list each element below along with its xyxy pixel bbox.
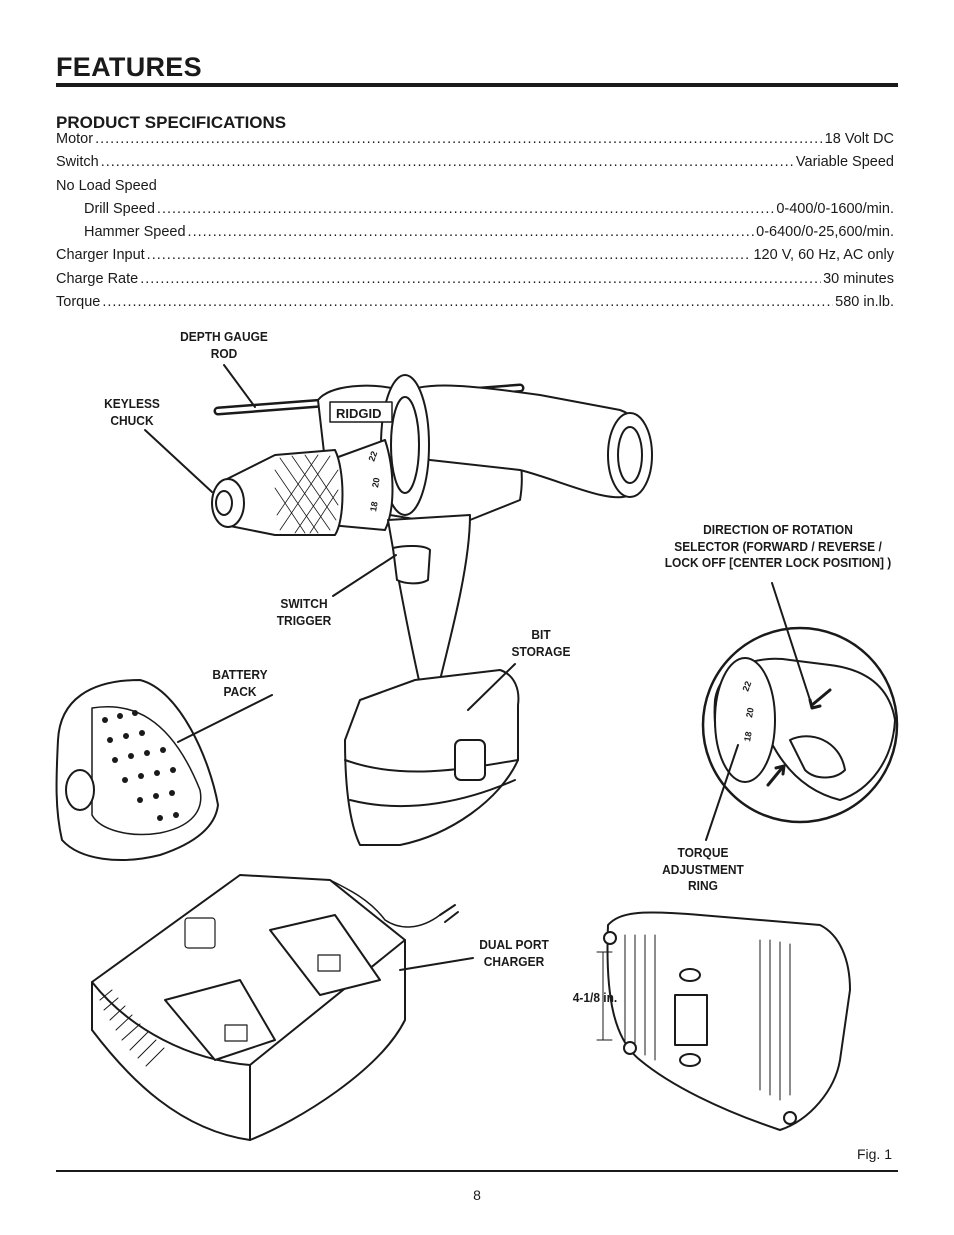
spec-row: Charger Input 120 V, 60 Hz, AC only (56, 247, 894, 270)
spec-value: 30 minutes (823, 270, 894, 287)
spec-label: Torque (56, 294, 101, 311)
drill-grip (387, 514, 471, 686)
callout-charger-height: 4-1/8 in. (572, 990, 618, 1005)
spec-label: No Load Speed (56, 177, 157, 194)
switch-trigger (392, 544, 431, 585)
figure-label: Fig. 1 (856, 1146, 892, 1162)
spec-value: 0-6400/0-25,600/min. (756, 224, 894, 241)
title-rule (56, 83, 898, 87)
keyless-chuck (224, 449, 344, 536)
spec-label: Drill Speed (84, 200, 155, 217)
spec-value: 0-400/0-1600/min. (776, 200, 894, 217)
direction-selector-knob (789, 735, 846, 779)
bottom-rule (56, 1170, 898, 1172)
detail-torque-mark-18: 18 (742, 731, 754, 743)
torque-mark-18: 18 (368, 501, 380, 513)
spec-label: Charge Rate (56, 270, 139, 287)
spec-value: 120 V, 60 Hz, AC only (753, 247, 894, 264)
brand-plate (329, 401, 393, 423)
spec-row: No Load Speed (56, 178, 894, 201)
spec-value: 580 in.lb. (835, 294, 894, 311)
spec-label: Charger Input (56, 247, 145, 264)
spec-label: Switch (56, 154, 99, 171)
brand-logo: RIDGID (336, 406, 382, 421)
callout-switch-trigger: SWITCH TRIGGER (276, 596, 332, 628)
spec-row: Switch Variable Speed (56, 154, 894, 177)
callout-depth-gauge-rod: DEPTH GAUGE ROD (180, 329, 268, 361)
spec-row: Motor 18 Volt DC (56, 131, 894, 154)
spec-row: Drill Speed 0-400/0-1600/min. (56, 201, 894, 224)
drill-battery (344, 669, 520, 846)
spec-row: Torque 580 in.lb. (56, 294, 894, 317)
spec-value: 18 Volt DC (824, 131, 894, 147)
spec-value: Variable Speed (795, 154, 894, 171)
spec-row: Hammer Speed 0-6400/0-25,600/min. (56, 224, 894, 247)
page-title: FEATURES (56, 52, 202, 82)
callout-keyless-chuck: KEYLESS CHUCK (104, 396, 160, 428)
torque-ring (329, 439, 394, 531)
spec-row: Charge Rate 30 minutes (56, 271, 894, 294)
callout-torque-ring: TORQUE ADJUSTMENT RING (662, 845, 744, 893)
detail-torque-mark-20: 20 (744, 707, 756, 719)
charger-bottom-view (606, 911, 851, 1131)
torque-mark-20: 20 (370, 477, 382, 489)
callout-direction-selector: DIRECTION OF ROTATION SELECTOR (FORWARD … (664, 522, 892, 570)
specs-title: PRODUCT SPECIFICATIONS (56, 113, 287, 132)
spec-label: Motor (56, 131, 94, 147)
callout-dual-port-charger: DUAL PORT CHARGER (479, 937, 549, 969)
detail-torque-mark-22: 22 (740, 680, 753, 693)
spec-label: Hammer Speed (84, 224, 186, 241)
callout-bit-storage: BIT STORAGE (511, 627, 571, 659)
specs-list: Motor 18 Volt DC Switch Variable Speed No Lo… (56, 131, 894, 317)
callout-battery-pack: BATTERY PACK (212, 667, 268, 699)
page-number: 8 (473, 1187, 481, 1203)
torque-mark-22: 22 (366, 450, 379, 463)
